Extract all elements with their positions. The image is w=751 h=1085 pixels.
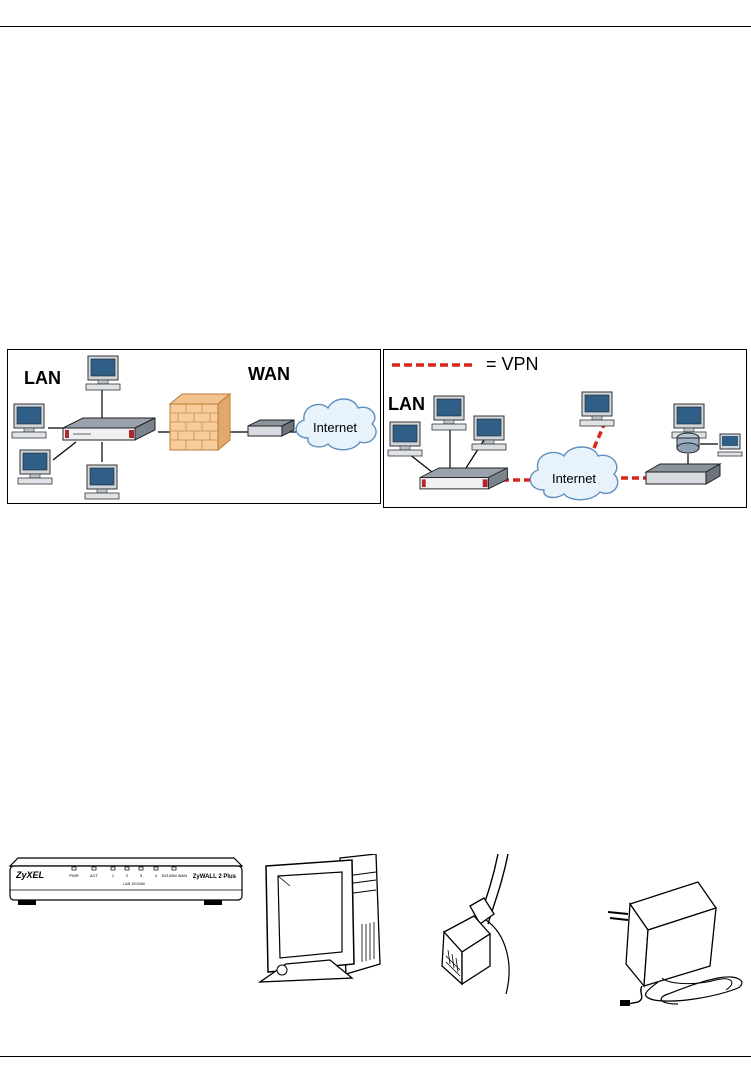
brand-label: ZyXEL: [15, 870, 44, 880]
header-rule: [0, 26, 751, 27]
ethernet-cable-illustration: [436, 854, 518, 994]
pc-icon: [86, 356, 120, 390]
firewall-icon: [170, 394, 230, 450]
router-icon: [677, 433, 699, 453]
router-front-panel-illustration: ZyXEL ZyWALL 2 Plus PWR ACT 1 2 3 4 10/1…: [8, 856, 244, 908]
pc-icon: [580, 392, 614, 426]
pc-icon: [12, 404, 46, 438]
port-label: 10/100M WAN: [161, 873, 187, 878]
lan-wan-diagram-graphic: Internet: [8, 350, 380, 503]
pc-icon: [718, 434, 742, 456]
port-label: ACT: [90, 873, 99, 878]
port-group-label: LAN 10/100M: [123, 882, 144, 886]
internet-cloud-icon: Internet: [530, 447, 617, 500]
internet-label: Internet: [313, 420, 357, 435]
vpn-diagram: = VPN LAN: [383, 349, 747, 508]
vpn-diagram-graphic: Internet: [384, 350, 746, 507]
pc-icon: [432, 396, 466, 430]
pc-icon: [388, 422, 422, 456]
router-icon: [420, 468, 507, 489]
router-icon: [63, 418, 155, 440]
modem-icon: [248, 420, 294, 436]
port-label: PWR: [69, 873, 78, 878]
lan-wan-diagram: LAN WAN: [7, 349, 381, 504]
internet-cloud-icon: Internet: [296, 399, 376, 450]
internet-label: Internet: [552, 471, 596, 486]
pc-icon: [18, 450, 52, 484]
model-label: ZyWALL 2 Plus: [193, 874, 237, 880]
pc-icon: [85, 465, 119, 499]
footer-rule: [0, 1056, 751, 1057]
vpn-gateway-icon: [646, 464, 720, 484]
pc-icon: [472, 416, 506, 450]
power-adapter-illustration: [598, 878, 748, 1008]
computer-illustration: [256, 854, 386, 986]
